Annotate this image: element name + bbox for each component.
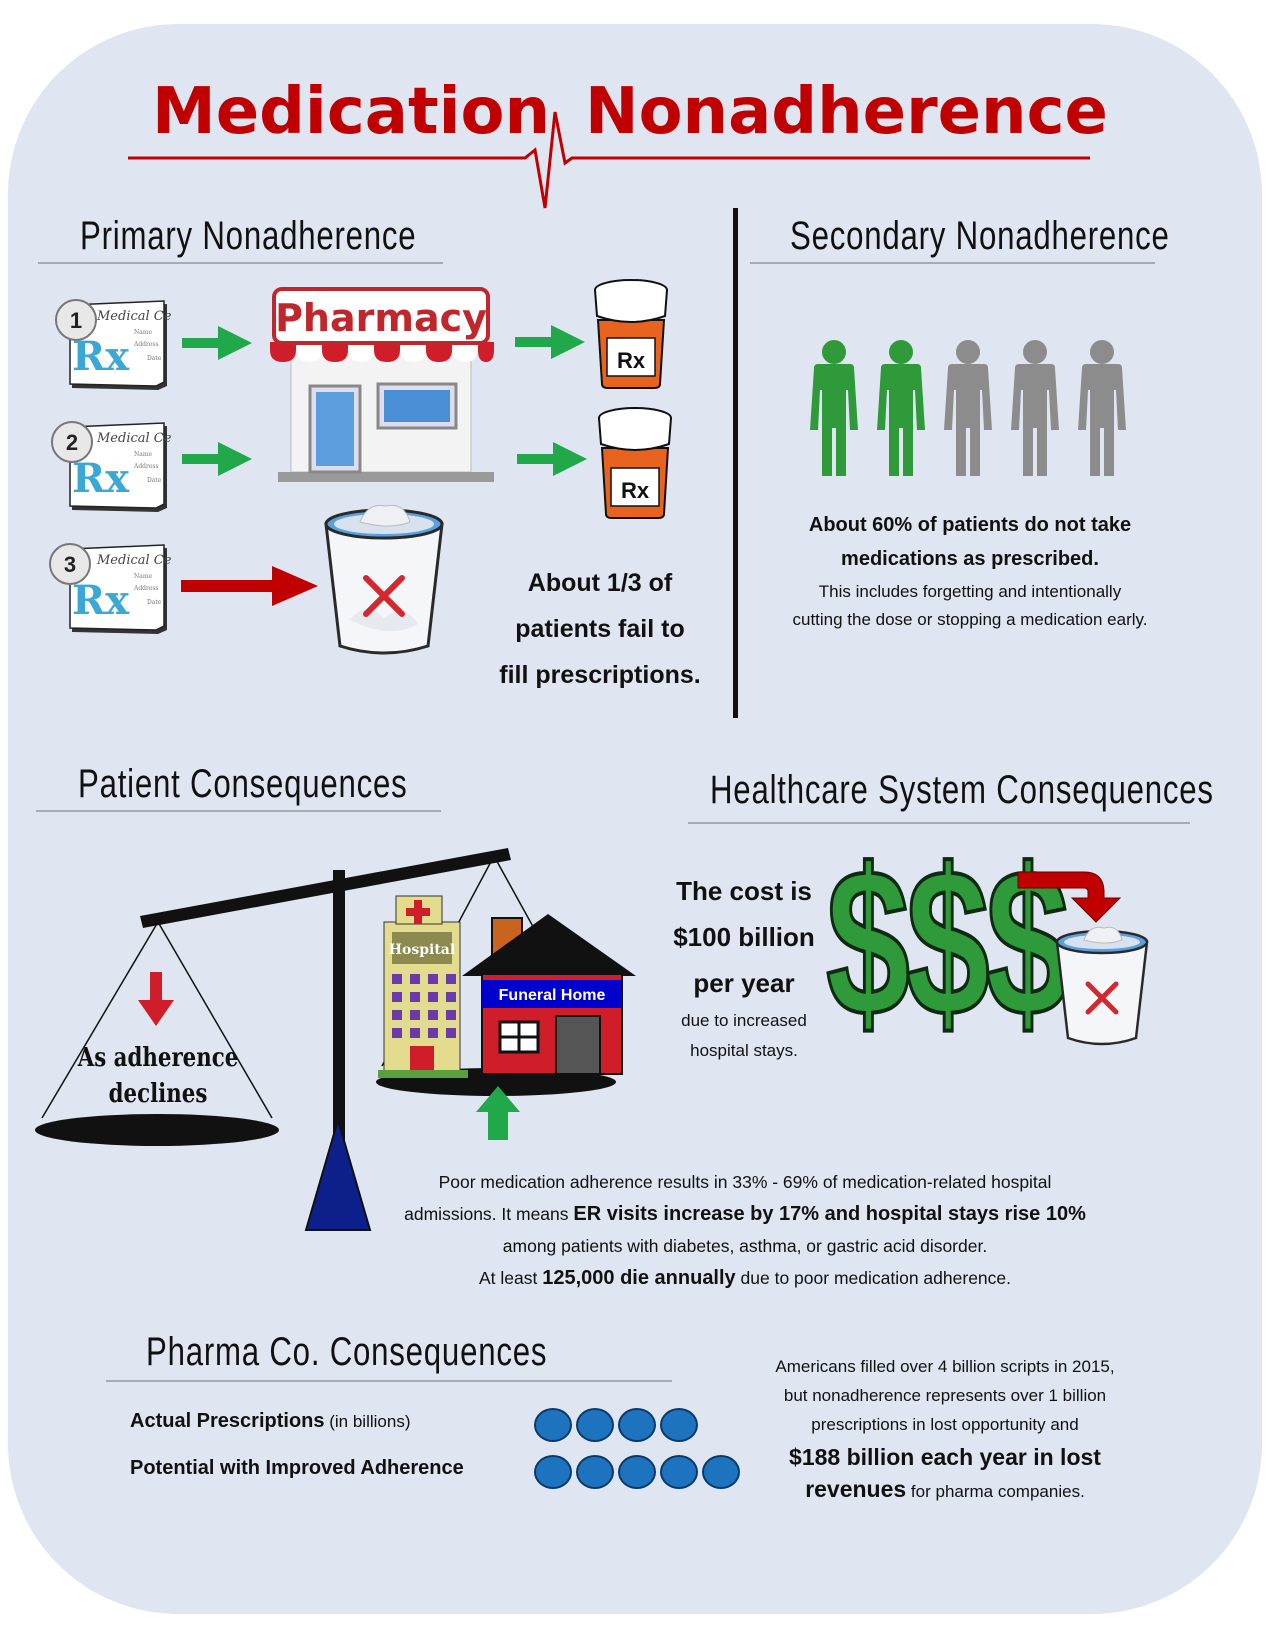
prescription-dot — [534, 1408, 572, 1442]
secondary-rule — [750, 262, 1155, 264]
prescription-dot — [660, 1408, 698, 1442]
patient-heading: Patient Consequences — [78, 762, 408, 806]
rx-form-3: Medical Ce Name Address Date Rx 3 — [46, 542, 172, 647]
scale-pan-text: As adherence declines — [77, 1043, 239, 1109]
svg-text:Date: Date — [147, 599, 162, 606]
pharmacy-label: Pharmacy — [275, 296, 487, 340]
svg-text:Name: Name — [134, 573, 153, 580]
prescription-dot — [576, 1455, 614, 1489]
patient-note: Poor medication adherence results in 33%… — [404, 1172, 1086, 1289]
green-arrow-icon — [182, 442, 252, 476]
svg-text:Address: Address — [133, 463, 159, 470]
secondary-heading: Secondary Nonadherence — [790, 214, 1170, 258]
prescription-dot — [576, 1408, 614, 1442]
step-badge-2: 2 — [51, 421, 93, 463]
rx-form-label: Medical Ce — [96, 309, 172, 324]
prescription-dot — [534, 1455, 572, 1489]
healthcare-cost: The cost is $100 billion per year — [673, 876, 815, 998]
svg-text:Rx: Rx — [617, 348, 646, 373]
healthcare-heading: Healthcare System Consequences — [710, 768, 1214, 812]
svg-text:Name: Name — [134, 329, 153, 336]
heartbeat-line — [128, 111, 1090, 209]
secondary-detail: This includes forgetting and intentional… — [792, 582, 1148, 629]
primary-stat: About 1/3 of patients fail to fill presc… — [499, 569, 701, 689]
rx-paper-icon: Medical Ce Name Address Date Rx — [69, 422, 172, 512]
green-arrow-icon — [515, 325, 585, 359]
title-right: Nonadherence — [585, 75, 1108, 149]
dollar-signs-icon: $$$ — [825, 825, 1072, 1060]
person-icon — [944, 340, 992, 476]
rx-form-2: Medical Ce Name Address Date Rx 2 — [48, 420, 173, 525]
trash-can-icon — [1055, 926, 1149, 1046]
balance-scale-icon: Hospital Funeral Home — [35, 848, 636, 1231]
hospital-label: Hospital — [389, 942, 455, 958]
svg-text:1: 1 — [70, 308, 82, 333]
curved-red-arrow-icon — [1017, 871, 1122, 923]
funeral-home-label: Funeral Home — [499, 987, 606, 1004]
svg-text:Date: Date — [147, 477, 162, 484]
person-icon — [810, 340, 858, 476]
primary-rule — [38, 262, 443, 264]
red-down-arrow-icon — [138, 972, 174, 1026]
pharma-heading: Pharma Co. Consequences — [146, 1330, 548, 1374]
rx-symbol: Rx — [72, 333, 130, 380]
svg-text:Address: Address — [133, 341, 159, 348]
svg-text:3: 3 — [64, 552, 76, 577]
svg-text:Medical Ce: Medical Ce — [96, 553, 172, 568]
svg-text:Address: Address — [133, 585, 159, 592]
prescription-dot — [618, 1455, 656, 1489]
pharma-row-actual: Actual Prescriptions (in billions) — [130, 1410, 411, 1432]
prescription-dot — [660, 1455, 698, 1489]
healthcare-rule — [688, 822, 1190, 824]
person-icon — [877, 340, 925, 476]
rx-form-1: Medical Ce Name Address Date Rx 1 — [52, 298, 177, 403]
svg-text:Name: Name — [134, 451, 153, 458]
pill-bottle-icon: Rx — [594, 279, 668, 389]
green-arrow-icon — [517, 442, 587, 476]
green-up-arrow-icon — [476, 1086, 520, 1140]
secondary-stat: About 60% of patients do not take medica… — [808, 514, 1132, 570]
prescription-dot — [702, 1455, 740, 1489]
svg-text:2: 2 — [66, 430, 78, 455]
svg-text:Medical Ce: Medical Ce — [96, 431, 172, 446]
green-arrow-icon — [182, 326, 252, 360]
step-badge-3: 3 — [49, 543, 91, 585]
step-badge-1: 1 — [55, 299, 97, 341]
prescription-dot — [618, 1408, 656, 1442]
red-arrow-icon — [181, 566, 318, 606]
svg-text:Rx: Rx — [621, 478, 650, 503]
hospital-building-icon: Hospital — [378, 895, 468, 1078]
trash-can-icon — [324, 504, 444, 655]
patient-rule — [36, 810, 441, 812]
title-left: Medication — [152, 75, 551, 149]
pill-bottle-icon: Rx — [598, 407, 672, 519]
person-icon — [1078, 340, 1126, 476]
primary-heading: Primary Nonadherence — [80, 214, 417, 258]
pharma-paragraph: Americans filled over 4 billion scripts … — [775, 1357, 1115, 1502]
pharmacy-store-icon: Pharmacy — [270, 287, 494, 482]
svg-text:Rx: Rx — [72, 455, 130, 502]
funeral-home-icon: Funeral Home — [462, 914, 636, 1075]
primary-arrows — [181, 325, 587, 606]
svg-text:Rx: Rx — [72, 577, 130, 624]
pharma-rule — [106, 1380, 672, 1382]
person-icon — [1011, 340, 1059, 476]
people-pictogram — [810, 340, 1126, 476]
pharma-row-potential: Potential with Improved Adherence — [130, 1457, 464, 1479]
rx-paper-icon: Medical Ce Name Address Date Rx — [69, 544, 172, 634]
svg-text:Date: Date — [147, 355, 162, 362]
healthcare-detail: due to increased hospital stays. — [681, 1011, 807, 1060]
vertical-divider — [733, 208, 738, 718]
